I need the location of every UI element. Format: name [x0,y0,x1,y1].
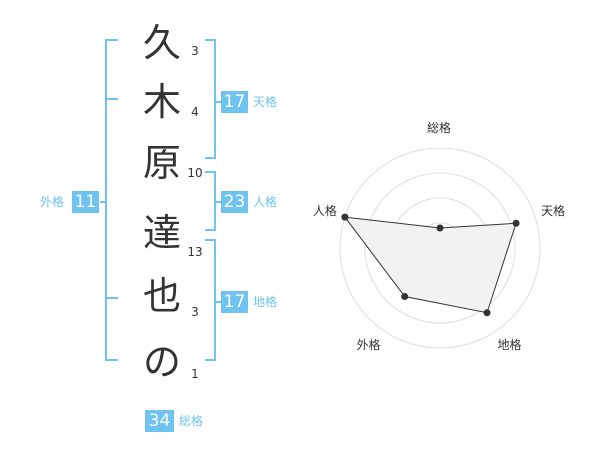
gaikaku-bracket [105,39,118,361]
stroke-count-2: 4 [191,105,199,119]
tenkaku-value-badge: 17 [221,91,248,113]
jinkaku-label: 人格 [253,195,278,209]
radar-ring [364,172,516,324]
tenkaku-bracket [205,39,216,159]
tenkaku-label: 天格 [253,95,278,109]
radar-point-2 [512,219,520,227]
name-char-1: 久 [142,21,181,65]
radar-data-points [341,213,520,317]
chikaku-value-badge: 17 [221,291,248,313]
stroke-count-1: 3 [191,44,199,58]
name-char-6: の [142,340,181,384]
gaikaku-label: 外格 [40,195,65,209]
name-char-3: 原 [142,141,181,185]
radar-axis-label-gaikaku: 外格 [356,338,381,353]
radar-point-1 [436,224,444,232]
radar-point-3 [483,309,491,317]
radar-axis-label-tenkaku: 天格 [541,203,566,218]
stroke-count-5: 3 [191,305,199,319]
name-char-2: 木 [142,80,181,124]
stroke-count-3: 10 [187,166,203,180]
gaikaku-value-badge: 11 [72,191,99,213]
chikaku-bracket [205,239,216,361]
radar-axis-label-jinkaku: 人格 [312,203,337,218]
name-char-5: 也 [142,274,181,318]
radar-ring [339,147,541,349]
stroke-count-6: 1 [191,367,199,381]
soukaku-value-badge: 34 [145,410,174,432]
jinkaku-value-badge: 23 [221,191,248,213]
stroke-count-4: 13 [187,245,203,259]
radar-data-area [343,216,517,314]
radar-axis-label-soukaku: 総格 [427,121,452,135]
radar-point-5 [341,213,349,221]
chikaku-label: 地格 [253,295,278,309]
radar-point-4 [401,293,409,301]
radar-axis-label-chikaku: 地格 [497,338,522,353]
name-char-4: 達 [142,211,181,255]
soukaku-label: 総格 [179,414,204,428]
